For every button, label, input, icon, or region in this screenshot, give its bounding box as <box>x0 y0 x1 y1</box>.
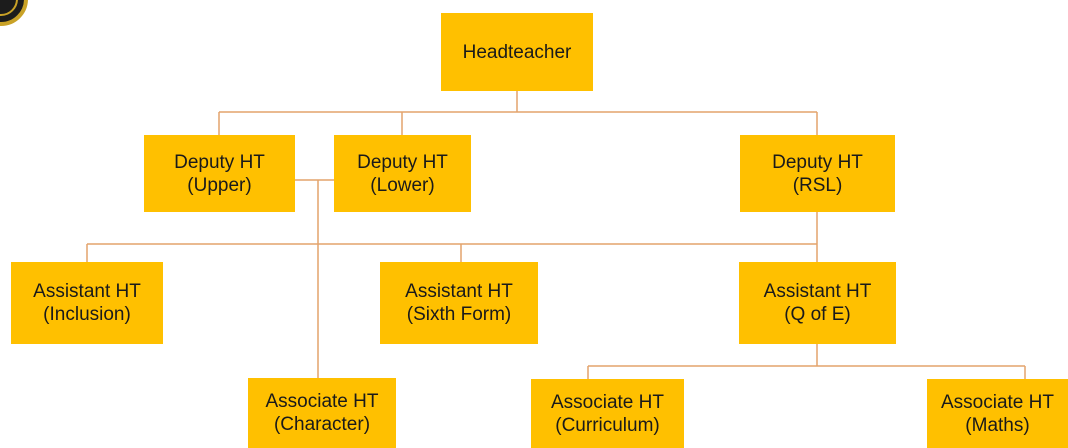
box-subtitle: (Upper) <box>187 174 252 196</box>
box-title: Headteacher <box>462 41 572 63</box>
box-subtitle: (RSL) <box>792 174 843 196</box>
box-title: Deputy HT <box>174 151 265 173</box>
box-title: Deputy HT <box>357 151 448 173</box>
box-subtitle: (Curriculum) <box>555 414 660 436</box>
assistant-sixth-form-box: Assistant HT (Sixth Form) <box>380 262 538 344</box>
associate-curriculum-box: Associate HT (Curriculum) <box>531 379 684 448</box>
box-title: Assistant HT <box>33 281 141 302</box>
box-title: Associate HT <box>941 391 1054 413</box>
headteacher-box: Headteacher <box>441 13 593 91</box>
box-subtitle: (Character) <box>273 414 371 435</box>
box-title: Associate HT <box>551 391 664 413</box>
box-title: Deputy HT <box>772 151 863 173</box>
associate-character-box: Associate HT (Character) <box>248 378 396 448</box>
box-title: Associate HT <box>265 391 379 412</box>
deputy-upper-box: Deputy HT (Upper) <box>144 135 295 212</box>
box-subtitle: (Sixth Form) <box>406 304 512 325</box>
box-title: Assistant HT <box>763 281 872 302</box>
assistant-inclusion-box: Assistant HT (Inclusion) <box>11 262 163 344</box>
box-subtitle: (Inclusion) <box>43 304 131 325</box>
box-title: Assistant HT <box>405 281 513 302</box>
box-subtitle: (Lower) <box>370 174 435 196</box>
box-subtitle: (Q of E) <box>784 304 851 325</box>
deputy-lower-box: Deputy HT (Lower) <box>334 135 471 212</box>
box-subtitle: (Maths) <box>965 414 1030 436</box>
deputy-rsl-box: Deputy HT (RSL) <box>740 135 895 212</box>
associate-maths-box: Associate HT (Maths) <box>927 379 1068 448</box>
assistant-q-of-e-box: Assistant HT (Q of E) <box>739 262 896 344</box>
